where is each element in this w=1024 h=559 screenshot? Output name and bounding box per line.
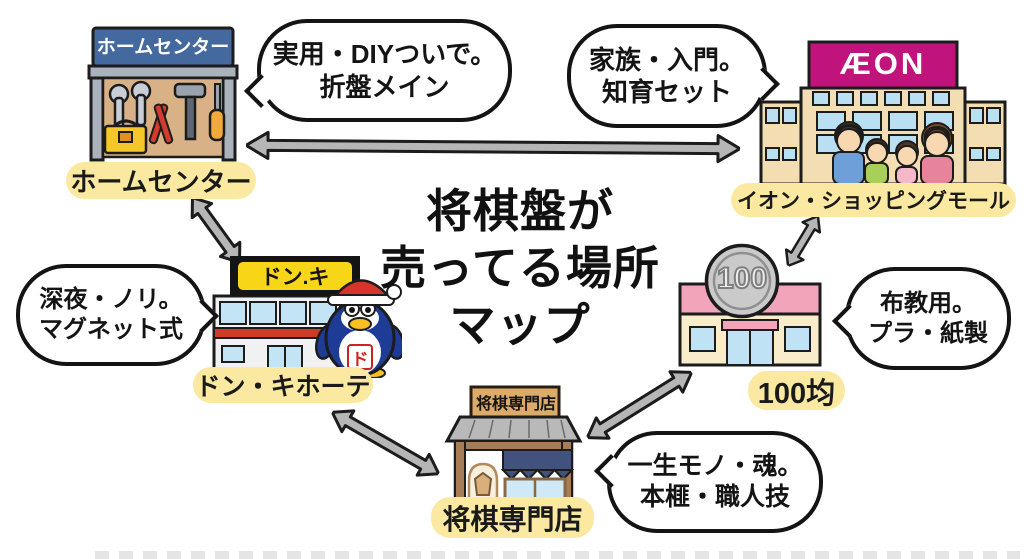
title-line-1: 将棋盤が (426, 185, 614, 237)
bubble-aeon-line2: 知育セット (601, 77, 732, 107)
bubble-shogi-shop-line2: 本榧・職人技 (639, 483, 790, 511)
tools-hammer-icon (173, 82, 207, 141)
don-quijote-illustration (212, 256, 402, 378)
bubble-hyakkin-line1: 布教用。 (880, 289, 976, 317)
bubble-home-center: 実用・DIYついで。 折盤メイン (244, 19, 512, 122)
home-center-illustration (87, 26, 239, 162)
bubble-donki-line2: マグネット式 (39, 316, 183, 343)
home-center-label: ホームセンター (66, 162, 256, 199)
aeon-mall-illustration (759, 40, 1007, 186)
bubble-home-center-line1: 実用・DIYついで。 (272, 39, 497, 69)
hundred-yen-coin-icon (704, 243, 780, 319)
don-quijote-label: ドン・キホーテ (193, 367, 373, 403)
page-title: 将棋盤が 売ってる場所 マップ (352, 183, 688, 354)
bottom-cutoff-text (95, 551, 1020, 559)
home-center-sign: ホームセンター (96, 36, 230, 58)
aeon-label: イオン・ショッピングモール (731, 183, 1016, 217)
bubble-hyakkin-line2: プラ・紙製 (868, 319, 988, 347)
shogi-piece-icon (473, 471, 493, 496)
aeon-sign: ÆON (839, 46, 927, 81)
donpen-chest-mark: ド (351, 349, 369, 369)
donpen-penguin-mascot (315, 279, 402, 378)
don-quijote-sign: ドン.キ (260, 266, 330, 289)
bubble-shogi-shop: 一生モノ・魂。 本榧・職人技 (594, 431, 823, 533)
arrow-hyakkin-aeon (784, 214, 822, 268)
hyakkin-label: 100均 (748, 371, 845, 410)
arrow-shogishop-hyakkin (585, 370, 694, 440)
bubble-aeon-line1: 家族・入門。 (588, 44, 745, 75)
arrow-donki-shogishop (330, 409, 441, 477)
coin-100-text: 100 (716, 261, 768, 296)
bubble-shogi-shop-line1: 一生モノ・魂。 (627, 451, 803, 480)
bubble-home-center-line2: 折盤メイン (319, 71, 450, 102)
tools-pliers-icon (148, 103, 174, 145)
bubble-aeon: 家族・入門。 知育セット (567, 24, 780, 128)
bubble-hyakkin: 布教用。 プラ・紙製 (832, 267, 1011, 370)
bubble-donki-line1: 深夜・ノリ。 (39, 286, 183, 313)
tools-screwdriver-icon (208, 83, 226, 142)
title-line-3: マップ (449, 299, 591, 351)
title-line-2: 売ってる場所 (380, 242, 660, 294)
arrow-homecenter-aeon (245, 130, 741, 164)
shogi-shop-label: 将棋専門店 (431, 497, 594, 538)
shogi-shop-sign: 将棋専門店 (475, 396, 556, 413)
noren-awning (500, 449, 575, 481)
bubble-donki: 深夜・ノリ。 マグネット式 (16, 264, 219, 366)
toolbox-icon (103, 119, 148, 155)
